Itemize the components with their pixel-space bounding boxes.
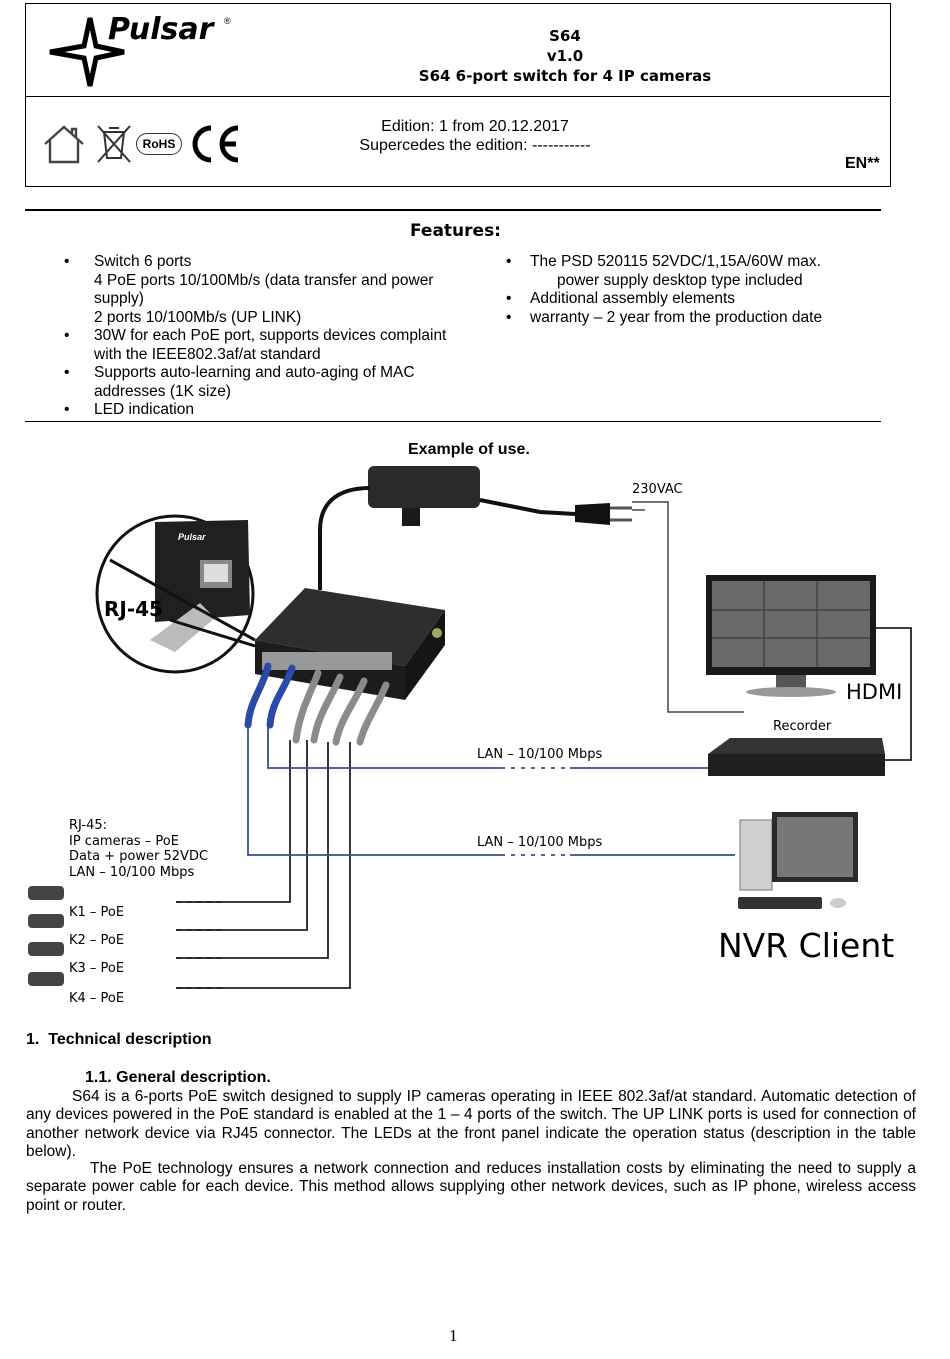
features-bottom-rule: [25, 421, 881, 422]
feature-text: warranty – 2 year from the production da…: [530, 308, 823, 326]
example-diagram: [28, 466, 912, 989]
page-number: 1: [449, 1326, 458, 1345]
feature-text: 30W for each PoE port, supports devices …: [94, 327, 447, 344]
weee-bin-icon: [94, 122, 134, 169]
edition-line: Edition: 1 from 20.12.2017: [381, 118, 569, 135]
recorder-label: Recorder: [773, 719, 832, 734]
feature-text: LED indication: [94, 401, 194, 418]
lan-label-recorder: LAN – 10/100 Mbps: [477, 747, 603, 762]
poe-switch: [255, 588, 445, 700]
nvr-client-label: NVR Client: [718, 926, 895, 965]
hdmi-label: HDMI: [846, 680, 903, 704]
camera-label-k4: K4 – PoE: [69, 991, 125, 1006]
pulsar-logo: [46, 16, 246, 88]
rohs-badge: RoHS: [136, 133, 182, 155]
section-title: 1. Technical description: [26, 1031, 212, 1048]
feature-item: Additional assembly elements: [506, 290, 890, 309]
diagram-title: Example of use.: [408, 441, 530, 458]
features-list-right: The PSD 520115 52VDC/1,15A/60W max.power…: [506, 253, 890, 328]
feature-subtext: supply): [94, 290, 144, 307]
camera-wires: [176, 740, 351, 989]
camera-label-k1: K1 – PoE: [69, 905, 125, 920]
ip-cameras: [28, 886, 64, 986]
camera-label-k2: K2 – PoE: [69, 933, 125, 948]
header-box: [25, 3, 891, 187]
feature-text: The PSD 520115 52VDC/1,15A/60W max.: [530, 253, 821, 270]
feature-subtext: 4 PoE ports 10/100Mb/s (data transfer an…: [94, 271, 434, 289]
product-code: S64: [549, 27, 581, 45]
rj45-legend: RJ-45: IP cameras – PoE Data + power 52V…: [69, 818, 208, 880]
feature-text: Switch 6 ports: [94, 253, 192, 270]
camera-label-k3: K3 – PoE: [69, 961, 125, 976]
ce-mark: [190, 124, 242, 169]
paragraph-general: S64 is a 6-ports PoE switch designed to …: [26, 1088, 916, 1160]
recorder-icon: [708, 738, 885, 776]
product-name: S64 6-port switch for 4 IP cameras: [418, 67, 712, 85]
rj45-callout: [95, 514, 255, 674]
feature-subtext: power supply desktop type included: [557, 271, 803, 289]
feature-subtext: addresses (1K size): [94, 382, 231, 400]
brand-name: Pulsar: [108, 12, 214, 47]
rj45-legend-line: RJ-45:: [69, 818, 108, 833]
feature-item: LED indication: [26, 401, 476, 420]
features-top-rule: [25, 209, 881, 211]
rj45-legend-line: Data + power 52VDC: [69, 849, 209, 864]
registered-mark: ®: [224, 16, 231, 26]
rj45-legend-line: LAN – 10/100 Mbps: [69, 864, 195, 880]
feature-text: Supports auto-learning and auto-aging of…: [94, 364, 415, 381]
plug-icon: [575, 503, 632, 525]
feature-item: Supports auto-learning and auto-aging of…: [26, 364, 476, 401]
header-divider: [25, 96, 891, 97]
home-icon: [42, 124, 86, 169]
feature-item: warranty – 2 year from the production da…: [506, 308, 890, 328]
supercedes-line: Supercedes the edition: -----------: [359, 137, 591, 154]
feature-subtext: 2 ports 10/100Mb/s (UP LINK): [94, 308, 302, 326]
subsection-title: 1.1. General description.: [85, 1069, 271, 1086]
rj45-callout-label: RJ-45: [104, 597, 163, 621]
features-title: Features:: [410, 221, 501, 241]
feature-item: 30W for each PoE port, supports devices …: [26, 327, 476, 364]
monitor-icon: [706, 575, 876, 697]
nvr-computer-icon: [738, 812, 858, 909]
vac-label: 230VAC: [632, 482, 683, 497]
feature-item: The PSD 520115 52VDC/1,15A/60W max.power…: [506, 253, 890, 290]
switch-brand-label: Pulsar: [178, 532, 206, 542]
rj45-legend-line: IP cameras – PoE: [69, 833, 179, 849]
patch-cables: [244, 662, 390, 746]
feature-text: Additional assembly elements: [530, 290, 736, 307]
power-adapter: [318, 466, 576, 590]
lan-label-nvr: LAN – 10/100 Mbps: [477, 835, 603, 850]
feature-subtext: with the IEEE802.3af/at standard: [94, 345, 321, 363]
language-code: EN**: [845, 155, 880, 172]
product-version: v1.0: [546, 47, 584, 65]
paragraph-poe: The PoE technology ensures a network con…: [26, 1160, 916, 1214]
